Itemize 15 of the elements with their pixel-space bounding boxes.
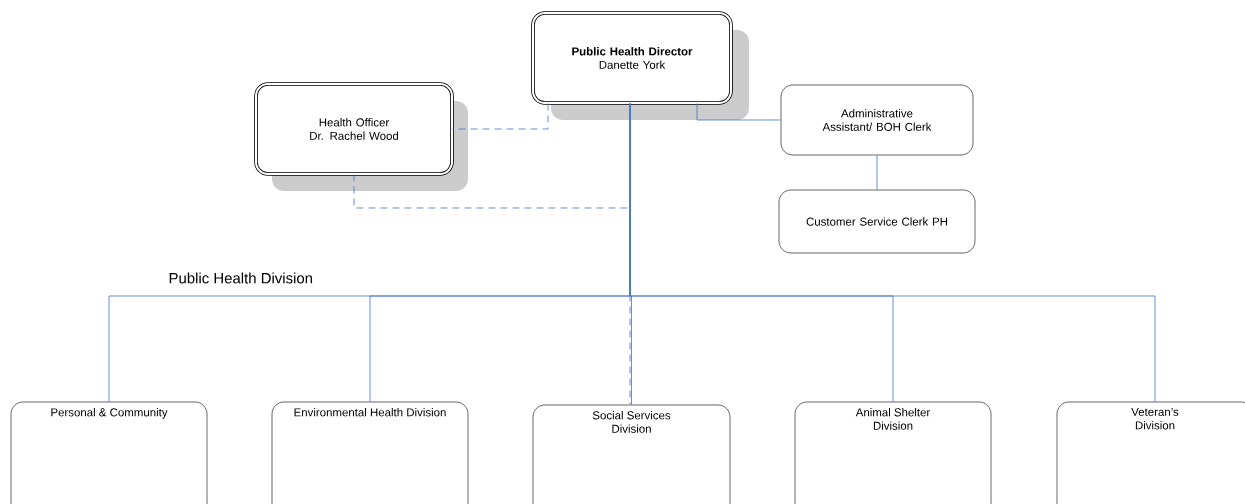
- connector-line: [452, 103, 549, 130]
- division-box: Environmental Health Division: [271, 401, 469, 504]
- division-heading: Public Health Division: [169, 272, 313, 284]
- division-box: Social Services Division: [532, 404, 731, 504]
- connector-line: [876, 154, 878, 191]
- division-box: Veteran’s Division: [1056, 401, 1245, 504]
- connector-line: [353, 174, 631, 406]
- role-box: Customer Service Clerk PH: [778, 189, 976, 254]
- division-box: Personal & Community: [10, 401, 208, 504]
- connector-line: [696, 103, 782, 121]
- officer-box: Health Officer Dr. Rachel Wood: [254, 82, 468, 191]
- division-box: Animal Shelter Division: [794, 401, 992, 504]
- officer-box: Public Health Director Danette York: [531, 11, 749, 120]
- connector-line: [629, 103, 1156, 403]
- role-box: Administrative Assistant/ BOH Clerk: [780, 84, 974, 156]
